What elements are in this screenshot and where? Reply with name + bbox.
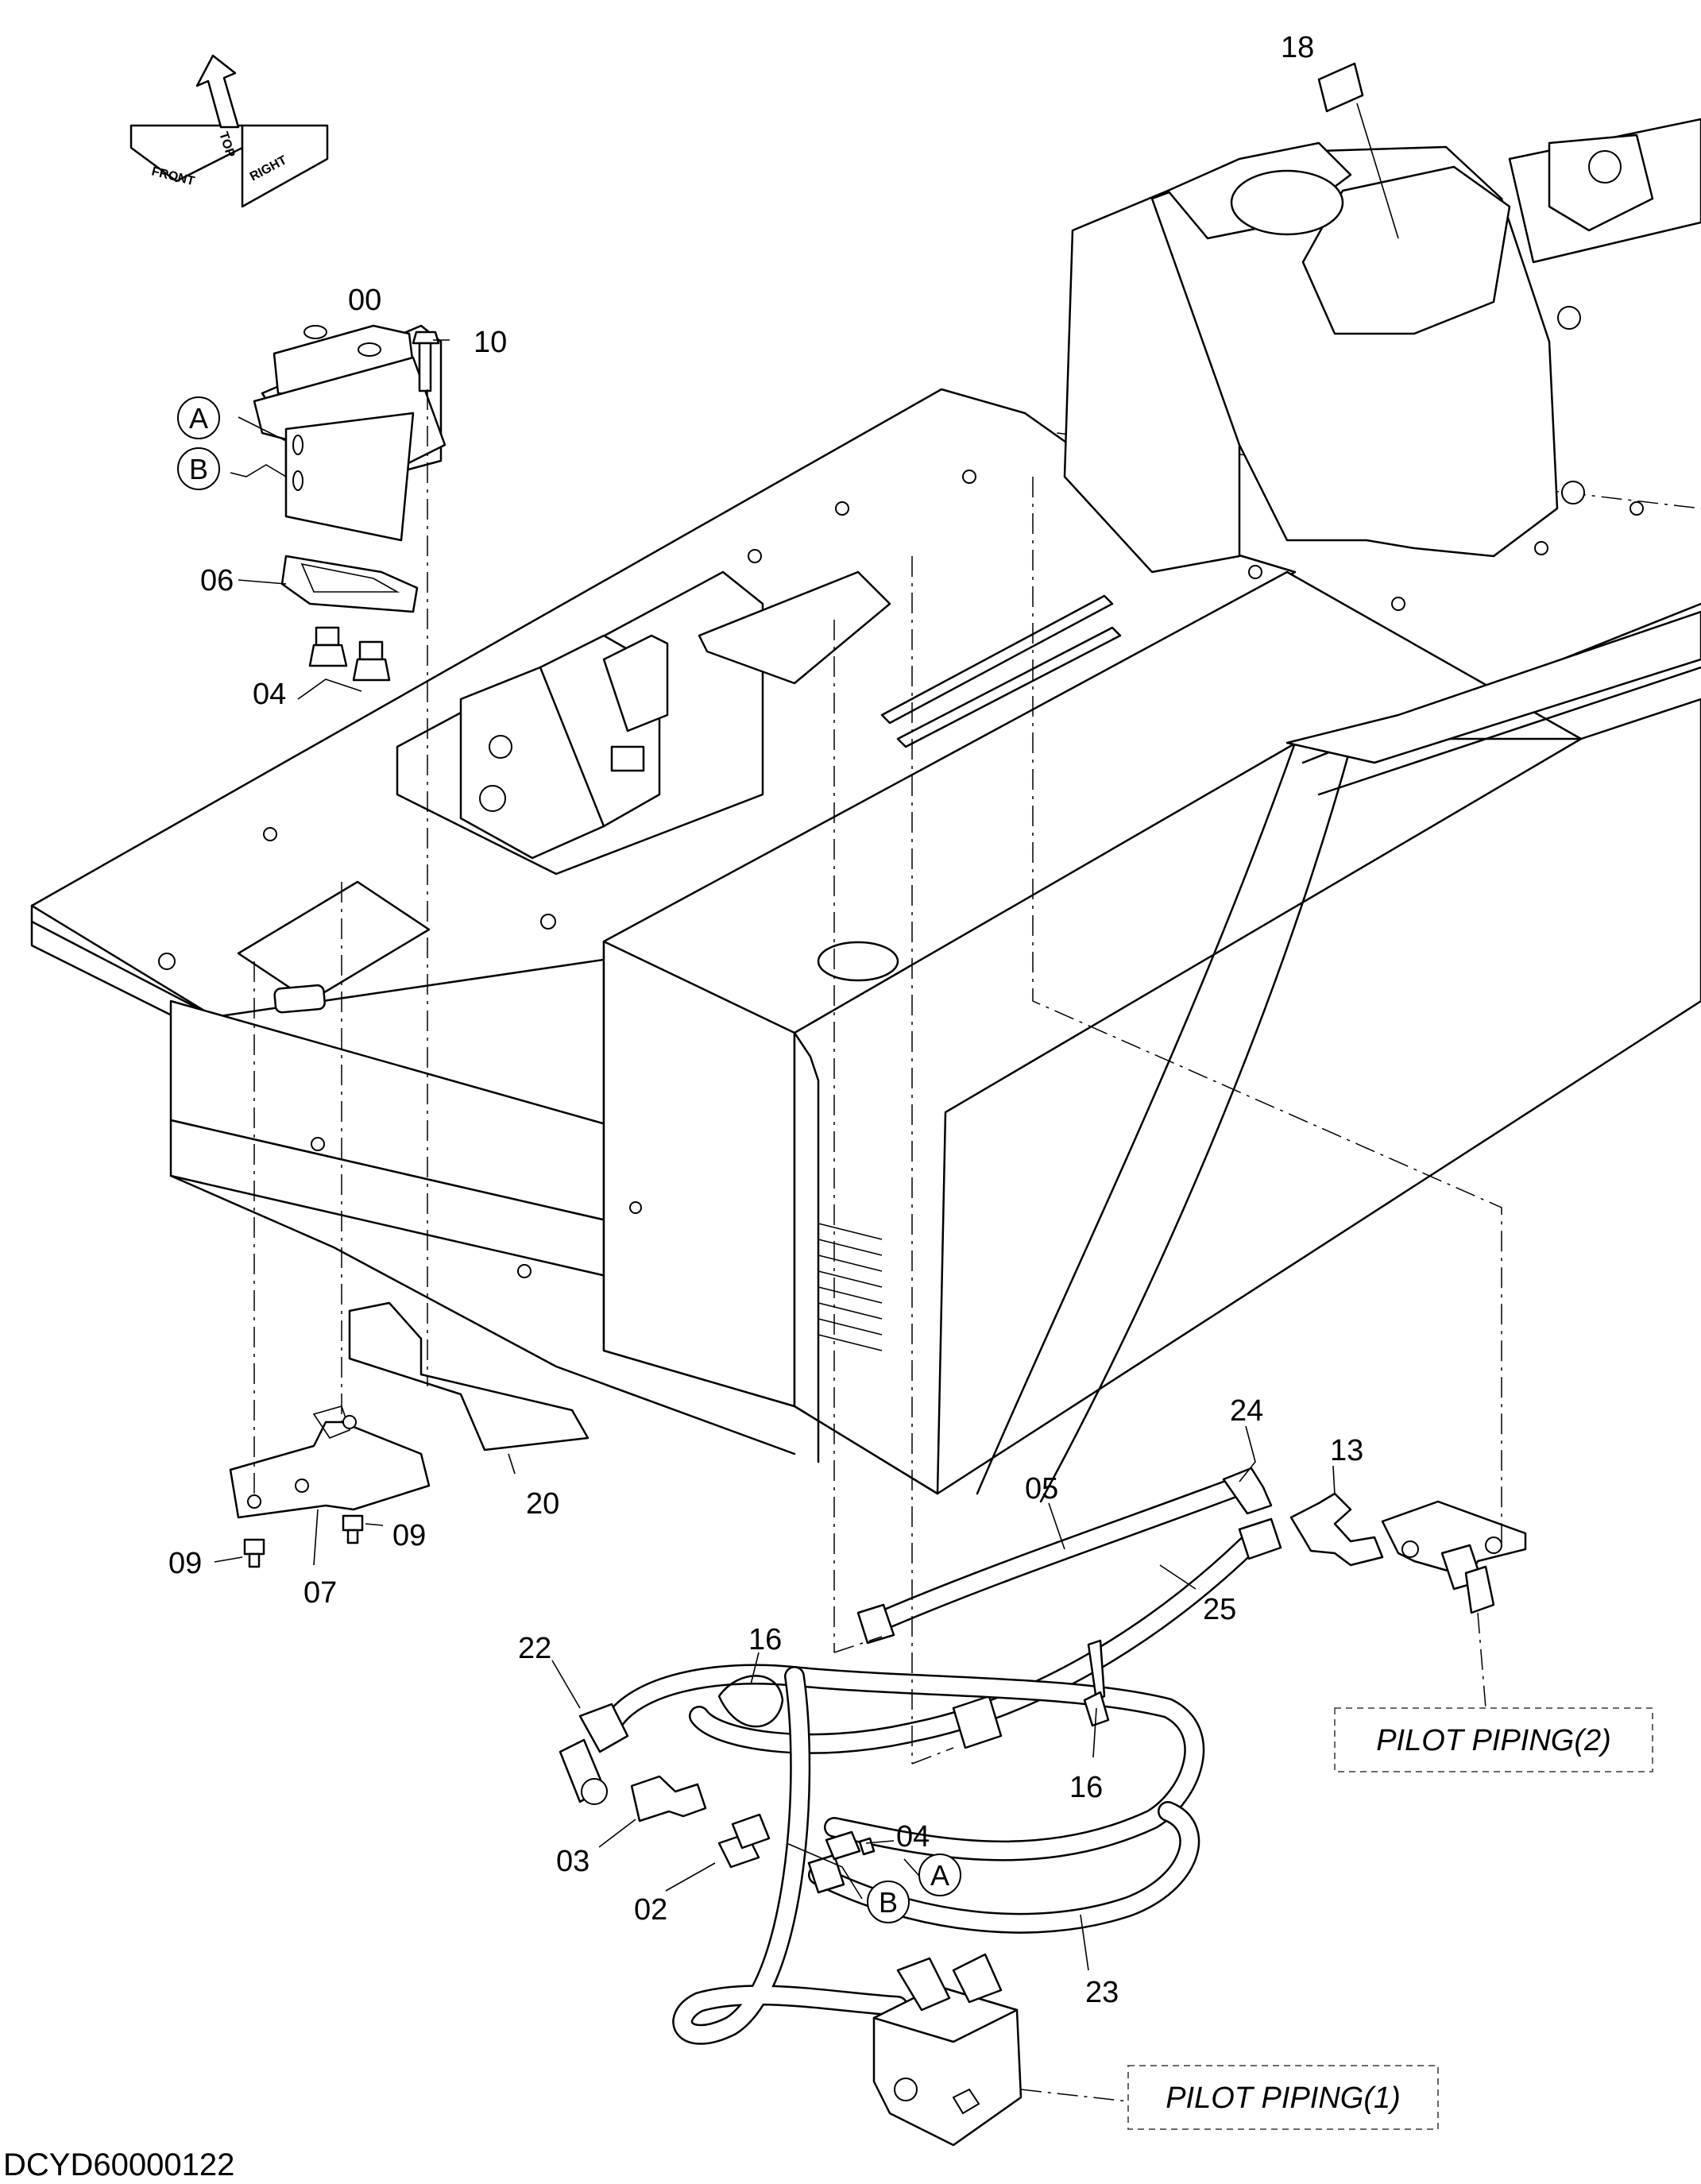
svg-text:B: B (879, 1886, 898, 1919)
drawing-code: DCYD60000122 (3, 2147, 234, 2182)
floor-cutout-left (237, 880, 431, 1003)
leader-lines (214, 339, 1502, 2102)
fitting-04-lower (825, 1830, 876, 1861)
adapter-fittings (308, 626, 391, 682)
floor-cutout (698, 570, 891, 685)
label-part-04-upper: 04 (253, 678, 286, 711)
pilot-valve-group (253, 324, 447, 682)
label-part-04-lower: 04 (896, 1820, 930, 1854)
bottom-plate-group (229, 1301, 590, 1568)
decal-plate (1317, 62, 1364, 113)
solenoid-valve-block (396, 570, 764, 876)
label-part-09-left: 09 (168, 1547, 202, 1580)
callout-b-top: B (177, 447, 220, 490)
pilot-piping-2-reference: PILOT PIPING(2) (1334, 1707, 1653, 1772)
label-part-20: 20 (526, 1487, 559, 1521)
hose-22 (559, 1664, 1205, 1861)
label-part-03: 03 (556, 1845, 590, 1878)
part-number-labels: 00 10 06 04 18 20 07 09 09 24 13 05 25 2… (168, 31, 1363, 2009)
hose-25 (689, 1517, 1282, 1754)
pilot-piping-1-reference: PILOT PIPING(1) (1127, 2065, 1439, 2130)
bolt-09-right (342, 1514, 364, 1544)
label-part-00: 00 (348, 284, 381, 317)
label-part-23: 23 (1085, 1976, 1119, 2009)
label-part-16-upper: 16 (748, 1623, 782, 1656)
mounting-bolt (412, 330, 440, 392)
callout-b-bottom: B (867, 1881, 910, 1923)
fitting-03 (630, 1775, 707, 1823)
label-part-22: 22 (518, 1632, 551, 1665)
bracket-plate (229, 1421, 431, 1519)
orientation-indicator: FRONT TOP RIGHT (130, 54, 329, 208)
svg-text:PILOT PIPING(1): PILOT PIPING(1) (1166, 2082, 1401, 2115)
svg-text:A: A (189, 402, 208, 435)
tee-fitting-13 (1289, 1492, 1384, 1567)
bolt-09-left (243, 1538, 265, 1568)
label-part-09-right: 09 (392, 1519, 426, 1552)
label-part-18: 18 (1281, 31, 1314, 64)
label-part-06: 06 (200, 564, 234, 597)
label-part-10: 10 (474, 326, 507, 359)
pilot-manifold-lower (872, 1953, 1023, 2147)
label-part-16-lower: 16 (1069, 1771, 1103, 1804)
pilot-manifold-upper (1381, 1500, 1527, 1614)
cover-plate (348, 1301, 590, 1451)
label-part-13: 13 (1330, 1434, 1363, 1467)
label-part-05: 05 (1025, 1472, 1058, 1506)
label-part-25: 25 (1203, 1593, 1236, 1626)
callout-a-top: A (177, 396, 220, 439)
svg-text:B: B (189, 453, 208, 485)
vent-grille (818, 1223, 883, 1351)
rear-console-assembly (1063, 62, 1701, 574)
svg-text:PILOT PIPING(2): PILOT PIPING(2) (1376, 1724, 1611, 1757)
callout-a-bottom: A (918, 1854, 961, 1896)
svg-text:A: A (930, 1859, 949, 1892)
label-part-24: 24 (1230, 1394, 1263, 1428)
label-part-02: 02 (634, 1893, 667, 1927)
hose-05 (856, 1467, 1273, 1645)
hose-lower-loop (672, 1666, 908, 2045)
fitting-02 (717, 1813, 771, 1869)
label-part-07: 07 (303, 1576, 337, 1610)
filler-cap (817, 941, 899, 982)
